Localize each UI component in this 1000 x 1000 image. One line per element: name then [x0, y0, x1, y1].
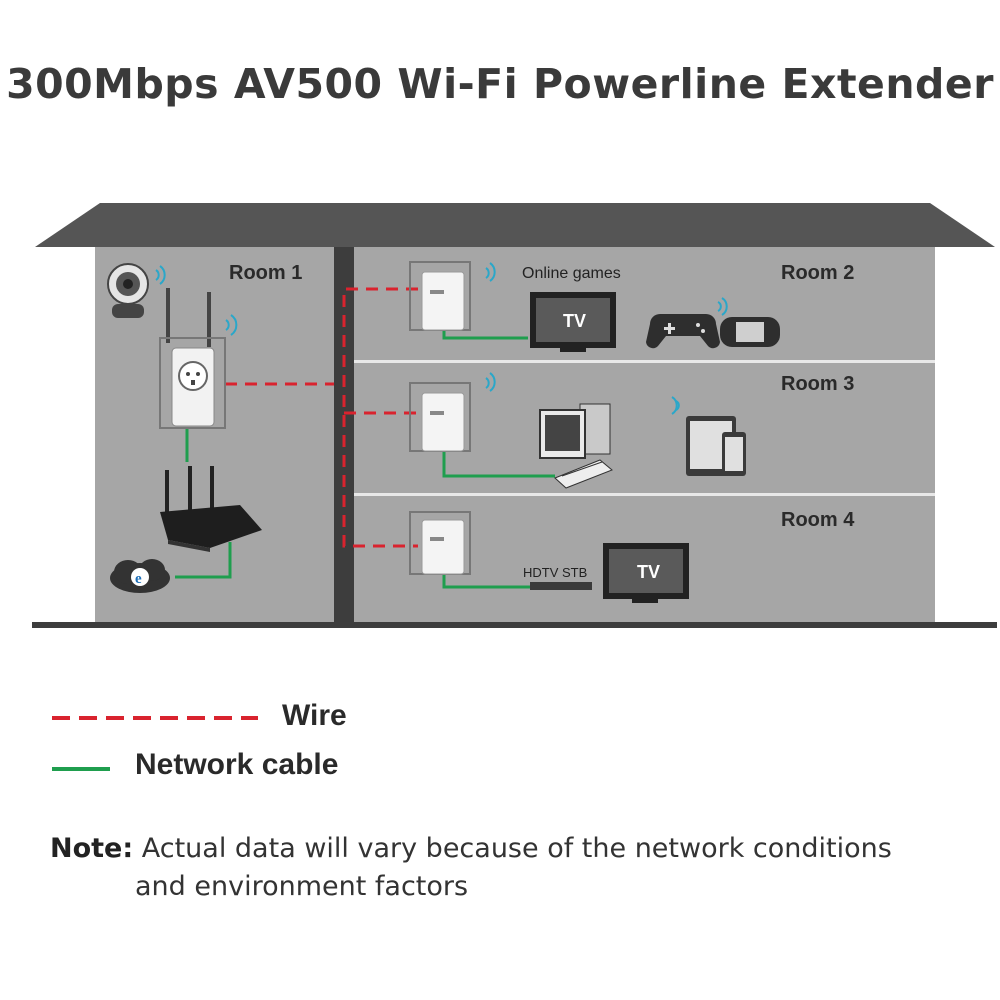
house-walls [95, 247, 935, 625]
wifi-icon [671, 396, 680, 415]
wifi-icon [485, 262, 496, 282]
wifi-icon [485, 372, 496, 392]
desktop-computer-icon [539, 403, 613, 489]
tv-label: TV [637, 562, 660, 582]
powerline-adapter-icon [409, 382, 471, 452]
tv-label: TV [563, 311, 586, 331]
note-label: Note: [50, 833, 134, 864]
room-2-label: Room 2 [781, 262, 854, 284]
room-1-label: Room 1 [229, 262, 302, 284]
tv-icon [530, 292, 616, 352]
floor-divider-2 [354, 493, 935, 496]
ground-line [32, 622, 997, 628]
wifi-icon [717, 297, 728, 316]
page-title: 300Mbps AV500 Wi-Fi Powerline Extender [6, 60, 994, 108]
wifi-icon [155, 265, 166, 285]
extender-icon [159, 288, 226, 429]
svg-text:e: e [135, 571, 142, 587]
powerline-adapter-icon [409, 261, 471, 331]
room-3-label: Room 3 [781, 373, 854, 395]
legend-wire-label: Wire [282, 699, 347, 732]
gamepad-icon [646, 314, 720, 349]
note: Note: Actual data will vary because of t… [50, 830, 980, 906]
internet-icon: e [110, 559, 170, 593]
room-4-label: Room 4 [781, 509, 855, 531]
wifi-icon [225, 314, 238, 336]
router-icon [160, 466, 262, 552]
floor-divider-1 [354, 360, 935, 363]
note-line-1: Actual data will vary because of the net… [133, 833, 892, 864]
set-top-box-icon [530, 582, 592, 590]
online-games-label: Online games [522, 265, 621, 282]
hdtv-stb-label: HDTV STB [523, 565, 587, 580]
legend-network-cable-label: Network cable [135, 748, 339, 781]
powerline-adapter-icon [409, 511, 471, 575]
ip-camera-icon [107, 263, 149, 318]
tv-icon [603, 543, 689, 603]
phone-icon [722, 432, 746, 476]
wire-paths [225, 287, 418, 548]
network-cable-paths [175, 328, 555, 589]
house-roof [35, 203, 995, 247]
note-line-2: and environment factors [135, 871, 469, 902]
handheld-console-icon [720, 317, 780, 347]
